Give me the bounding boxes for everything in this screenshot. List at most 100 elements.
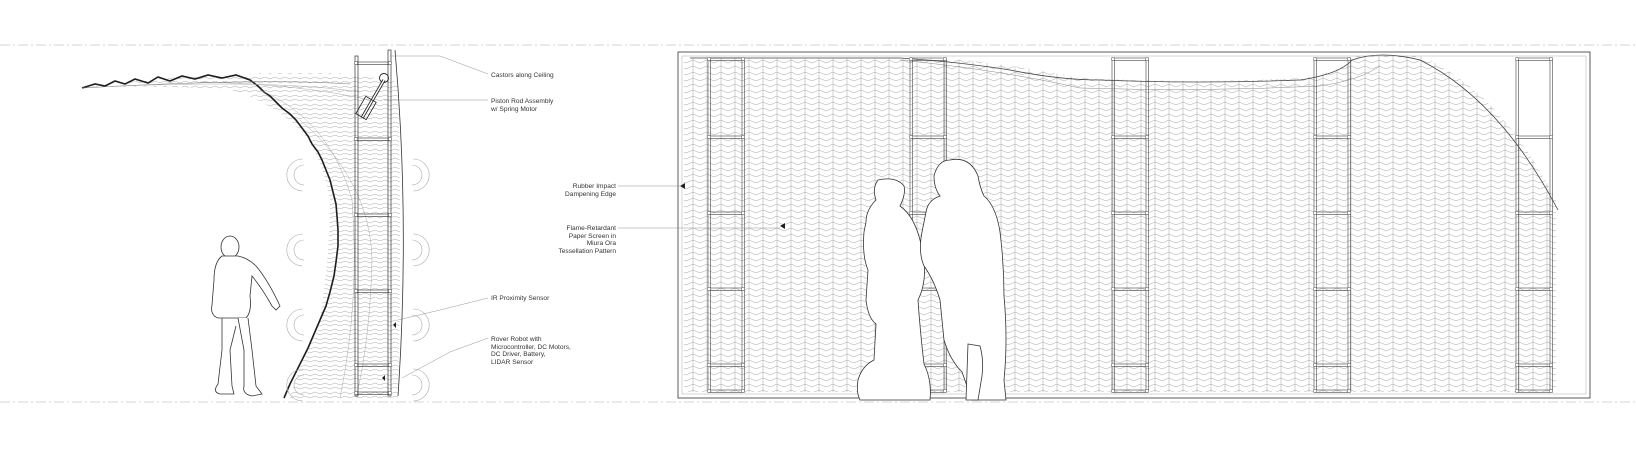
- post-joint: [1110, 56, 1116, 62]
- post-joint: [1548, 134, 1554, 140]
- post-joint: [1514, 134, 1520, 140]
- post-joint: [1144, 134, 1150, 140]
- post-joint: [1144, 362, 1150, 368]
- callout-rover-robot: Rover Robot with Microcontroller, DC Mot…: [491, 336, 571, 366]
- people-silhouettes: [856, 158, 1007, 401]
- brace-joint: [353, 136, 359, 142]
- post-joint: [740, 134, 746, 140]
- post-joint: [1548, 56, 1554, 62]
- wave-arc: [286, 158, 303, 192]
- wave-arc: [413, 233, 430, 267]
- wave-arc: [411, 164, 423, 186]
- post-joint: [1548, 286, 1554, 292]
- brace-joint: [353, 60, 359, 66]
- post-joint: [942, 388, 948, 394]
- brace-joint: [387, 60, 393, 66]
- post-joint: [942, 362, 948, 368]
- post-joint: [1514, 362, 1520, 368]
- sensing-waves: [286, 158, 430, 402]
- wave-arc: [286, 308, 303, 342]
- post-joint: [1110, 362, 1116, 368]
- ir-sensor-mark: [393, 322, 396, 328]
- rover-mark: [382, 375, 385, 381]
- post-joint: [1312, 362, 1318, 368]
- post-joint: [706, 134, 712, 140]
- frame-post-right: [387, 49, 392, 397]
- wave-arc: [411, 239, 423, 261]
- rubber-edge-section: [81, 74, 339, 399]
- callout-ir-sensor: IR Proximity Sensor: [491, 295, 550, 302]
- frame-post-left: [354, 55, 359, 397]
- elevation-leaders: [618, 185, 780, 229]
- post-joint: [1346, 56, 1352, 62]
- wave-arc: [413, 368, 430, 402]
- post-brace: [1515, 135, 1553, 139]
- paper-screen-elevation: [684, 56, 1556, 392]
- post-joint: [740, 362, 746, 368]
- wave-arc: [411, 314, 423, 336]
- post-brace: [1515, 57, 1553, 61]
- post-joint: [1514, 388, 1520, 394]
- rubber-edge-mark: [680, 183, 685, 189]
- piston-rod-assembly: [355, 79, 386, 121]
- post-joint: [908, 210, 914, 216]
- wave-arc: [286, 233, 303, 267]
- post-joint: [1514, 56, 1520, 62]
- post-joint: [1346, 286, 1352, 292]
- post-joint: [1312, 134, 1318, 140]
- post-joint: [740, 286, 746, 292]
- post-joint: [1346, 210, 1352, 216]
- post-joint: [1514, 286, 1520, 292]
- post-joint: [706, 286, 712, 292]
- callout-castors: Castors along Ceiling: [491, 72, 554, 79]
- post-joint: [942, 56, 948, 62]
- elevation-frame: [677, 51, 1591, 399]
- brace-joint: [387, 390, 393, 396]
- post-joint: [740, 210, 746, 216]
- post-joint: [1312, 56, 1318, 62]
- post-brace: [1313, 57, 1351, 61]
- brace-joint: [387, 288, 393, 294]
- post-joint: [706, 362, 712, 368]
- post-joint: [908, 134, 914, 140]
- post-joint: [1144, 388, 1150, 394]
- post-joint: [1312, 388, 1318, 394]
- screen-top-edge: [690, 54, 1559, 211]
- wave-arc: [286, 368, 303, 402]
- screen-right-curve: [394, 49, 404, 397]
- brace-joint: [353, 390, 359, 396]
- post-joint: [1548, 388, 1554, 394]
- post-joint: [706, 56, 712, 62]
- callout-paper-screen: Flame-Retardant Paper Screen in Miura Or…: [558, 225, 616, 255]
- side-section: [81, 49, 430, 402]
- post-joint: [740, 388, 746, 394]
- post-joint: [1110, 210, 1116, 216]
- post-joint: [1144, 56, 1150, 62]
- brace-joint: [387, 136, 393, 142]
- front-elevation: [677, 51, 1591, 401]
- brace-joint: [387, 362, 393, 368]
- wave-arc: [413, 158, 430, 192]
- brace-joint: [353, 212, 359, 218]
- post-joint: [1110, 388, 1116, 394]
- post-joint: [1548, 362, 1554, 368]
- wave-arc: [293, 164, 305, 186]
- post-joint: [1514, 210, 1520, 216]
- wave-arc: [413, 308, 430, 342]
- brace-joint: [353, 362, 359, 368]
- post-brace: [1111, 57, 1149, 61]
- frame-braces: [353, 60, 393, 396]
- brace-joint: [387, 212, 393, 218]
- post-joint: [1346, 134, 1352, 140]
- callout-rubber-edge: Rubber Impact Dampening Edge: [565, 183, 616, 198]
- wave-arc: [293, 374, 305, 396]
- post-joint: [908, 56, 914, 62]
- paper-screen-mark: [780, 223, 785, 229]
- post-joint: [740, 56, 746, 62]
- post-joint: [1346, 388, 1352, 394]
- datum-lines: [0, 44, 1636, 403]
- wave-arc: [293, 314, 305, 336]
- post-joint: [1312, 286, 1318, 292]
